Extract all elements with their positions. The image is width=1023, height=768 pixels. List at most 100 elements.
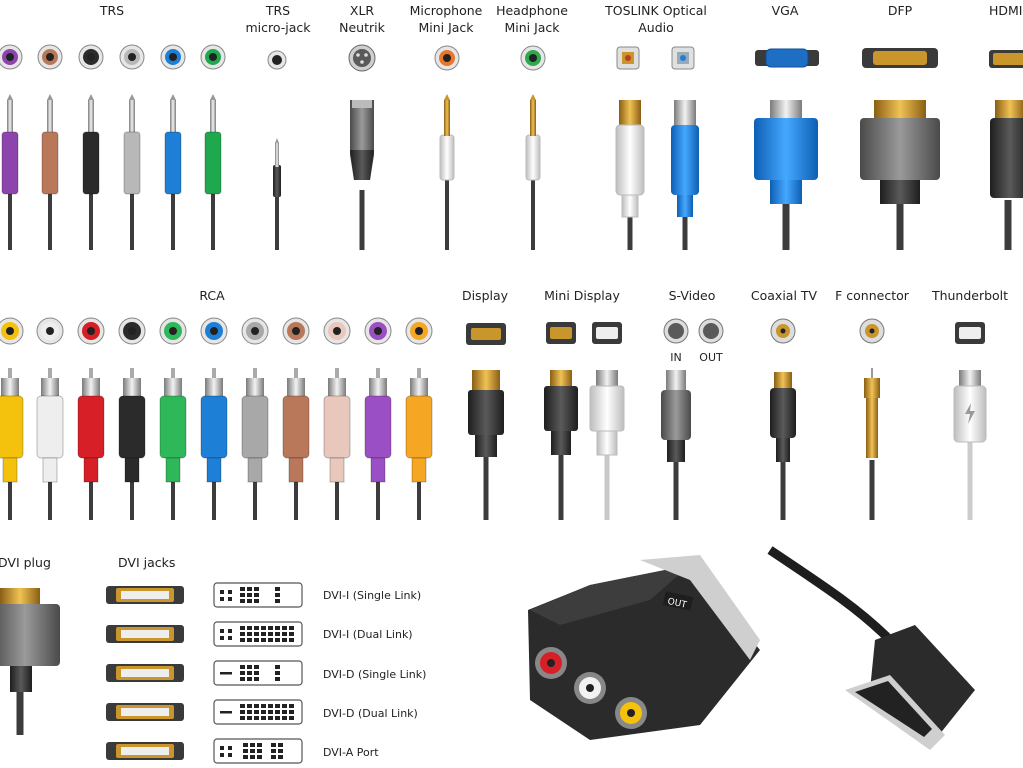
label-trs-micro-line2: micro-jack (245, 20, 311, 35)
label-fconnector: F connector (835, 288, 909, 303)
dvi-jacks-column (106, 586, 184, 760)
rca-jack-0 (0, 317, 24, 345)
dvi-plug (0, 588, 60, 735)
mini-display-plug-white (589, 370, 625, 520)
mini-display-plug-black (544, 370, 578, 520)
microphone-jack (434, 45, 460, 71)
coaxial-jack (770, 318, 796, 344)
trs-plug-5 (204, 94, 222, 250)
headphone-jack (520, 45, 546, 71)
trs-jacks (0, 44, 226, 70)
fconnector-plug (864, 368, 880, 520)
label-mic-line2: Mini Jack (418, 20, 474, 35)
rca-jack-1 (36, 317, 64, 345)
dvi-pinout-4 (213, 738, 303, 764)
rca-plug-9 (364, 368, 392, 520)
svideo-jack-out (698, 318, 724, 344)
label-hdmi: HDMI (989, 3, 1023, 18)
mini-display-jack-2 (592, 322, 622, 344)
rca-jack-4 (159, 317, 187, 345)
dvi-jack-3 (106, 703, 184, 721)
trs-jack-4 (160, 44, 186, 70)
toslink-plug-white (615, 100, 645, 250)
dvi-pinout-0 (213, 582, 303, 608)
label-xlr-line1: XLR (349, 3, 375, 18)
rca-jacks (0, 317, 433, 345)
hdmi-plug (990, 100, 1023, 250)
xlr-plug (350, 100, 374, 250)
dvi-type-label-0: DVI-I (Single Link) (323, 589, 422, 602)
rca-jack-10 (405, 317, 433, 345)
scart-plug (767, 546, 975, 750)
xlr-jack (348, 44, 376, 72)
rca-plug-7 (282, 368, 310, 520)
microphone-plug (439, 94, 455, 250)
thunderbolt-plug (953, 370, 987, 520)
dvi-pinout-diagrams (213, 582, 303, 764)
label-thunderbolt: Thunderbolt (931, 288, 1009, 303)
dvi-jack-2 (106, 664, 184, 682)
trs-jack-3 (119, 44, 145, 70)
label-trs-micro-line1: TRS (265, 3, 291, 18)
trs-plugs (1, 94, 222, 250)
dvi-type-label-1: DVI-I (Dual Link) (323, 628, 413, 641)
trs-micro-jack (267, 50, 287, 70)
coaxial-plug (770, 372, 796, 520)
rca-plug-6 (241, 368, 269, 520)
rca-plug-8 (323, 368, 351, 520)
trs-micro-plug (273, 138, 281, 250)
label-vga: VGA (771, 3, 799, 18)
toslink-jack-1 (616, 46, 640, 70)
label-svideo-out: OUT (699, 351, 723, 364)
label-xlr-line2: Neutrik (339, 20, 385, 35)
label-rca: RCA (199, 288, 225, 303)
trs-jack-0 (0, 44, 23, 70)
trs-plug-1 (41, 94, 59, 250)
vga-plug (754, 100, 818, 250)
label-svideo: S-Video (668, 288, 716, 303)
trs-jack-5 (200, 44, 226, 70)
rca-plug-4 (159, 368, 187, 520)
svideo-plug (661, 370, 691, 520)
dvi-type-label-2: DVI-D (Single Link) (323, 668, 427, 681)
label-mini-display: Mini Display (544, 288, 620, 303)
rca-plug-2 (77, 368, 105, 520)
dvi-pinout-1 (213, 621, 303, 647)
displayport-jack (466, 323, 506, 345)
fconnector-jack (859, 318, 885, 344)
toslink-plug-blue (671, 100, 699, 250)
trs-jack-2 (78, 44, 104, 70)
rca-plug-3 (118, 368, 146, 520)
label-mic-line1: Microphone (409, 3, 483, 18)
rca-jack-9 (364, 317, 392, 345)
vga-jack (755, 48, 819, 68)
dvi-type-label-3: DVI-D (Dual Link) (323, 707, 418, 720)
dfp-jack (862, 48, 938, 68)
label-display: Display (461, 288, 509, 303)
label-dvi-plug: DVI plug (0, 555, 51, 570)
trs-plug-2 (82, 94, 100, 250)
thunderbolt-jack (955, 322, 985, 344)
label-toslink-line2: Audio (638, 20, 674, 35)
dvi-pinout-2 (213, 660, 303, 686)
dvi-jack-1 (106, 625, 184, 643)
dvi-pinout-3 (213, 699, 303, 725)
hdmi-jack (989, 50, 1023, 68)
label-headphone-line1: Headphone (496, 3, 568, 18)
label-toslink-line1: TOSLINK Optical (605, 3, 707, 18)
label-trs: TRS (99, 3, 125, 18)
label-coaxial: Coaxial TV (750, 288, 818, 303)
label-dvi-jacks: DVI jacks (118, 555, 176, 570)
trs-plug-0 (1, 94, 19, 250)
dfp-plug (860, 100, 940, 250)
label-dfp: DFP (887, 3, 913, 18)
trs-jack-1 (37, 44, 63, 70)
label-headphone-line2: Mini Jack (504, 20, 560, 35)
rca-plug-10 (405, 368, 433, 520)
dvi-jack-4 (106, 742, 184, 760)
trs-plug-3 (123, 94, 141, 250)
rca-jack-2 (77, 317, 105, 345)
rca-jack-7 (282, 317, 310, 345)
displayport-plug (468, 370, 504, 520)
